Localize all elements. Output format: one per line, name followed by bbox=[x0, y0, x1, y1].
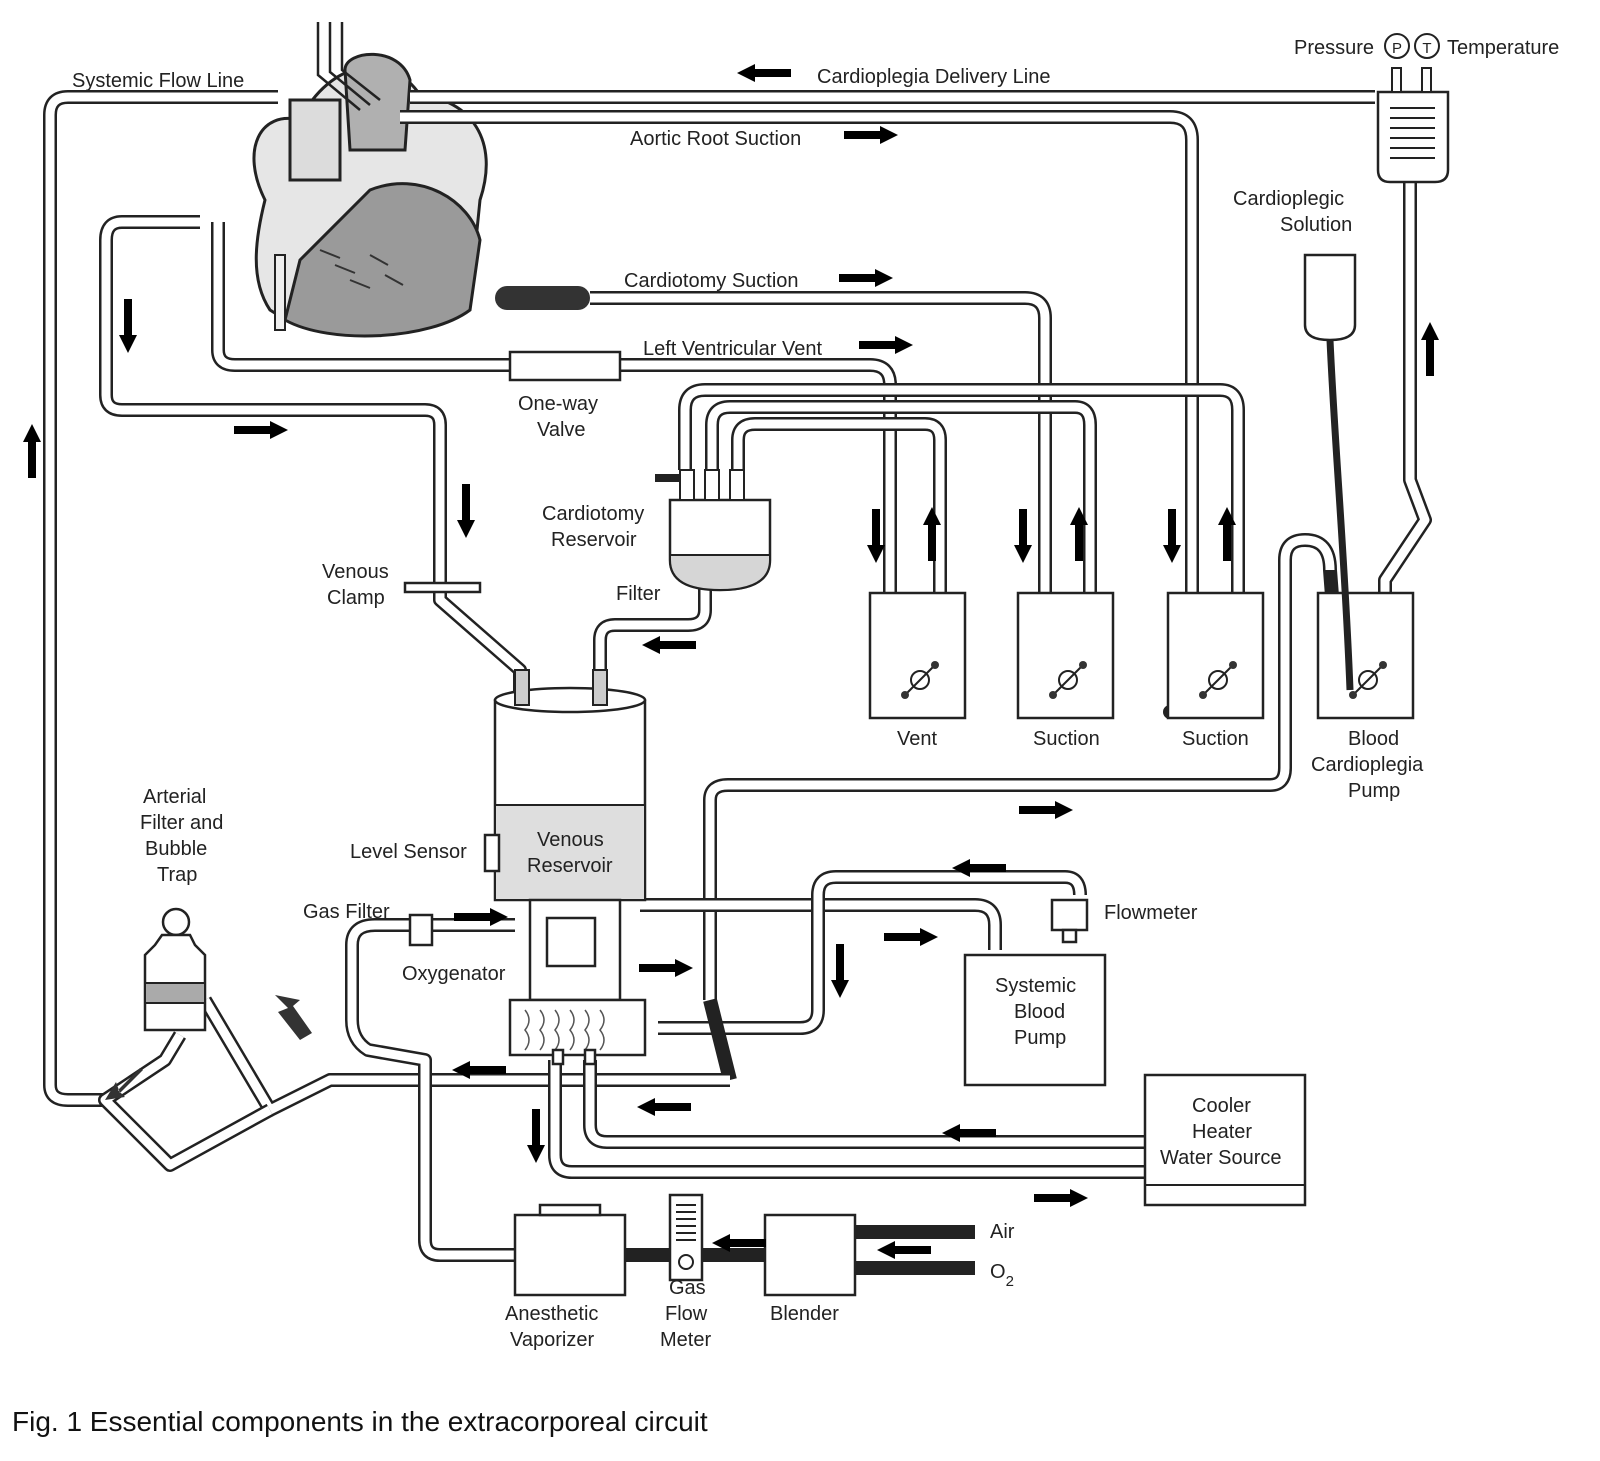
cooler-heater-water-source bbox=[1143, 1073, 1307, 1207]
label-blood-cardioplegia-pump-1: Blood bbox=[1348, 728, 1399, 750]
oxygenator bbox=[508, 898, 647, 1066]
heart bbox=[252, 22, 488, 338]
label-cooler-heater-1: Cooler bbox=[1192, 1095, 1251, 1117]
label-blender: Blender bbox=[770, 1303, 839, 1325]
extracorporeal-circuit-diagram: Systemic Flow Line Cardioplegia Delivery… bbox=[23, 22, 1559, 1351]
label-blood-cardioplegia-pump-2: Cardioplegia bbox=[1311, 754, 1424, 776]
cardioplegic-solution-bag bbox=[1303, 253, 1357, 691]
label-arterial-filter-4: Trap bbox=[157, 864, 197, 886]
label-gas-flow-meter-2: Flow bbox=[665, 1303, 708, 1325]
label-gas-flow-meter-3: Meter bbox=[660, 1329, 711, 1351]
label-systemic-blood-pump-1: Systemic bbox=[995, 975, 1076, 997]
systemic-blood-pump bbox=[963, 953, 1107, 1087]
flow-arrows bbox=[23, 64, 1439, 1259]
label-vent: Vent bbox=[897, 728, 937, 750]
label-arterial-filter-2: Filter and bbox=[140, 812, 223, 834]
gas-flow-meter bbox=[668, 1193, 704, 1282]
arterial-filter-bubble-trap bbox=[143, 907, 207, 1032]
suction-pump-2 bbox=[1166, 591, 1265, 720]
temperature-gauge bbox=[1414, 33, 1440, 59]
label-cardioplegia-delivery-line: Cardioplegia Delivery Line bbox=[817, 66, 1050, 88]
label-temperature-gauge: T bbox=[1422, 40, 1431, 57]
anesthetic-vaporizer bbox=[513, 1203, 627, 1297]
venous-reservoir bbox=[493, 669, 647, 902]
label-cardiotomy-reservoir-1: Cardiotomy bbox=[542, 503, 644, 525]
label-aortic-root-suction: Aortic Root Suction bbox=[630, 128, 801, 150]
level-sensor bbox=[483, 833, 501, 873]
label-cooler-heater-3: Water Source bbox=[1160, 1147, 1282, 1169]
label-venous-clamp-1: Venous bbox=[322, 561, 389, 583]
vent-pump bbox=[868, 591, 967, 720]
label-pressure-gauge: P bbox=[1392, 40, 1402, 57]
circuit-tubing bbox=[43, 90, 1432, 1275]
label-systemic-blood-pump-3: Pump bbox=[1014, 1027, 1066, 1049]
label-anesthetic-vaporizer-1: Anesthetic bbox=[505, 1303, 598, 1325]
label-systemic-flow-line: Systemic Flow Line bbox=[72, 70, 244, 92]
pressure-gauge bbox=[1384, 33, 1410, 59]
label-temperature: Temperature bbox=[1447, 37, 1559, 59]
label-blood-cardioplegia-pump-3: Pump bbox=[1348, 780, 1400, 802]
flowmeter bbox=[1050, 898, 1089, 944]
blender bbox=[763, 1213, 857, 1297]
label-cardiotomy-reservoir-2: Reservoir bbox=[551, 529, 637, 551]
label-venous-clamp-2: Clamp bbox=[327, 587, 385, 609]
label-o2-text: O bbox=[990, 1261, 1006, 1283]
cardiotomy-reservoir bbox=[655, 469, 772, 592]
label-gas-filter: Gas Filter bbox=[303, 901, 390, 923]
cardiotomy-suction-handle bbox=[495, 286, 590, 310]
blood-cardioplegia-pump bbox=[1316, 591, 1415, 720]
label-o2: O2 bbox=[990, 1261, 1014, 1290]
label-suction-2: Suction bbox=[1182, 728, 1249, 750]
label-one-way-valve-1: One-way bbox=[518, 393, 598, 415]
figure-caption: Fig. 1 Essential components in the extra… bbox=[12, 1406, 708, 1437]
label-level-sensor: Level Sensor bbox=[350, 841, 467, 863]
label-arterial-filter-1: Arterial bbox=[143, 786, 206, 808]
label-venous-reservoir-2: Reservoir bbox=[527, 855, 613, 877]
label-gas-flow-meter-1: Gas bbox=[669, 1277, 706, 1299]
gas-filter bbox=[408, 913, 434, 947]
label-systemic-blood-pump-2: Blood bbox=[1014, 1001, 1065, 1023]
label-cardioplegic-solution-2: Solution bbox=[1280, 214, 1352, 236]
label-cooler-heater-2: Heater bbox=[1192, 1121, 1252, 1143]
one-way-valve bbox=[508, 350, 622, 382]
label-flowmeter: Flowmeter bbox=[1104, 902, 1198, 924]
label-filter: Filter bbox=[616, 583, 661, 605]
suction-pump-1 bbox=[1016, 591, 1115, 720]
label-o2-subscript: 2 bbox=[1006, 1273, 1014, 1290]
label-left-ventricular-vent: Left Ventricular Vent bbox=[643, 338, 822, 360]
label-arterial-filter-3: Bubble bbox=[145, 838, 207, 860]
label-one-way-valve-2: Valve bbox=[537, 419, 586, 441]
venous-clamp bbox=[403, 581, 482, 594]
label-anesthetic-vaporizer-2: Vaporizer bbox=[510, 1329, 594, 1351]
label-pressure: Pressure bbox=[1294, 37, 1374, 59]
label-suction-1: Suction bbox=[1033, 728, 1100, 750]
cardioplegia-heat-exchanger bbox=[1376, 33, 1450, 184]
label-cardioplegic-solution-1: Cardioplegic bbox=[1233, 188, 1344, 210]
label-air: Air bbox=[990, 1221, 1015, 1243]
label-oxygenator: Oxygenator bbox=[402, 963, 506, 985]
label-cardiotomy-suction: Cardiotomy Suction bbox=[624, 270, 799, 292]
label-venous-reservoir-1: Venous bbox=[537, 829, 604, 851]
